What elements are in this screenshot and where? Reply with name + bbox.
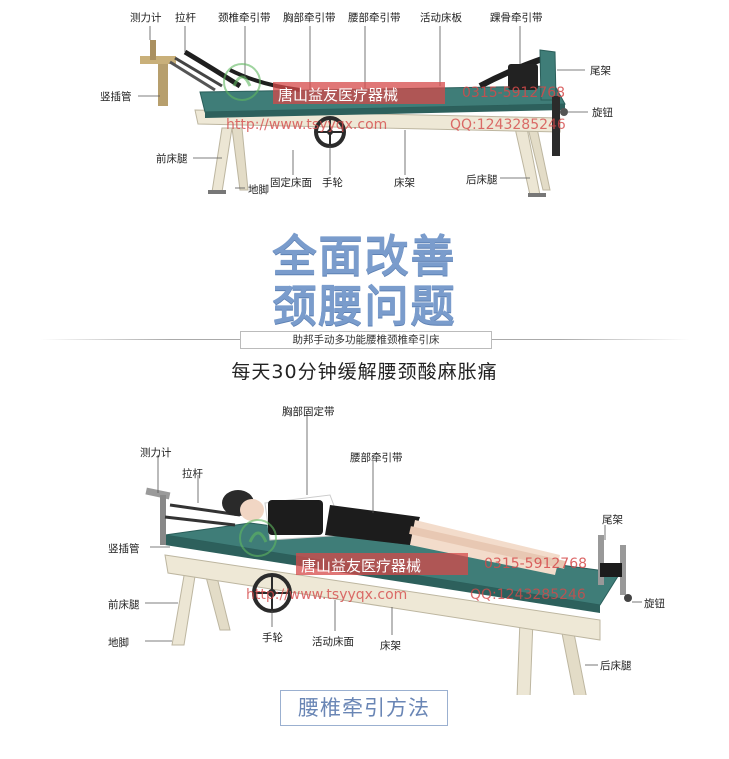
label-chest-strap: 胸部牵引带 <box>283 12 336 24</box>
label-foot: 地脚 <box>248 184 269 196</box>
label-rear-leg-2: 后床腿 <box>600 660 632 672</box>
label-vertical-tube: 竖插管 <box>100 91 132 103</box>
label-foot-2: 地脚 <box>108 637 129 649</box>
watermark-qq-2: QQ:1243285246 <box>470 587 586 603</box>
label-bed-frame: 床架 <box>394 177 415 189</box>
label-pull-rod-2: 拉杆 <box>182 468 203 480</box>
label-tail-frame-2: 尾架 <box>602 514 623 526</box>
label-handwheel-2: 手轮 <box>262 632 283 644</box>
hero-title-line1: 全面改善 <box>272 231 457 282</box>
label-front-leg-2: 前床腿 <box>108 599 140 611</box>
label-pull-rod: 拉杆 <box>175 12 196 24</box>
watermark-company-bg <box>273 82 445 104</box>
watermark-url: http://www.tsyyqx.com <box>226 117 388 133</box>
label-movable-surface: 活动床面 <box>312 636 354 648</box>
label-movable-board: 活动床板 <box>420 12 462 24</box>
watermark-company: 唐山益友医疗器械 <box>278 86 399 104</box>
label-tail-frame: 尾架 <box>590 65 611 77</box>
watermark-phone-2: 0315-5912768 <box>484 556 588 572</box>
label-vertical-tube-2: 竖插管 <box>108 543 140 555</box>
product-name-box: 助邦手动多功能腰椎颈椎牵引床 <box>240 331 492 349</box>
hero-title-line2: 颈腰问题 <box>272 281 457 332</box>
label-fixed-surface: 固定床面 <box>270 177 312 189</box>
label-dynamometer-2: 测力计 <box>140 447 172 459</box>
watermark-company-bg-2 <box>296 553 468 575</box>
hero-title: 全面改善 颈腰问题 <box>0 232 729 332</box>
label-lumbar-strap-2: 腰部牵引带 <box>350 452 403 464</box>
label-dynamometer: 测力计 <box>130 12 162 24</box>
method-title-box: 腰椎牵引方法 <box>280 690 448 726</box>
label-rear-leg: 后床腿 <box>466 174 498 186</box>
slogan: 每天30分钟缓解腰颈酸麻胀痛 <box>231 361 498 383</box>
label-ankle-strap: 踝骨牵引带 <box>490 12 543 24</box>
label-chest-fix-strap: 胸部固定带 <box>282 406 335 418</box>
label-knob-2: 旋钮 <box>644 598 665 610</box>
company-logo-2 <box>236 516 280 560</box>
label-handwheel: 手轮 <box>322 177 343 189</box>
label-lumbar-strap: 腰部牵引带 <box>348 12 401 24</box>
label-cervical-strap: 颈椎牵引带 <box>218 12 271 24</box>
label-knob: 旋钮 <box>592 107 613 119</box>
traction-bed-illustration-1 <box>138 26 588 197</box>
watermark-company-2: 唐山益友医疗器械 <box>301 557 422 575</box>
company-logo <box>220 60 264 104</box>
label-front-leg: 前床腿 <box>156 153 188 165</box>
watermark-qq: QQ:1243285246 <box>450 117 566 133</box>
label-bed-frame-2: 床架 <box>380 640 401 652</box>
watermark-url-2: http://www.tsyyqx.com <box>246 587 408 603</box>
watermark-phone: 0315-5912768 <box>462 85 566 101</box>
